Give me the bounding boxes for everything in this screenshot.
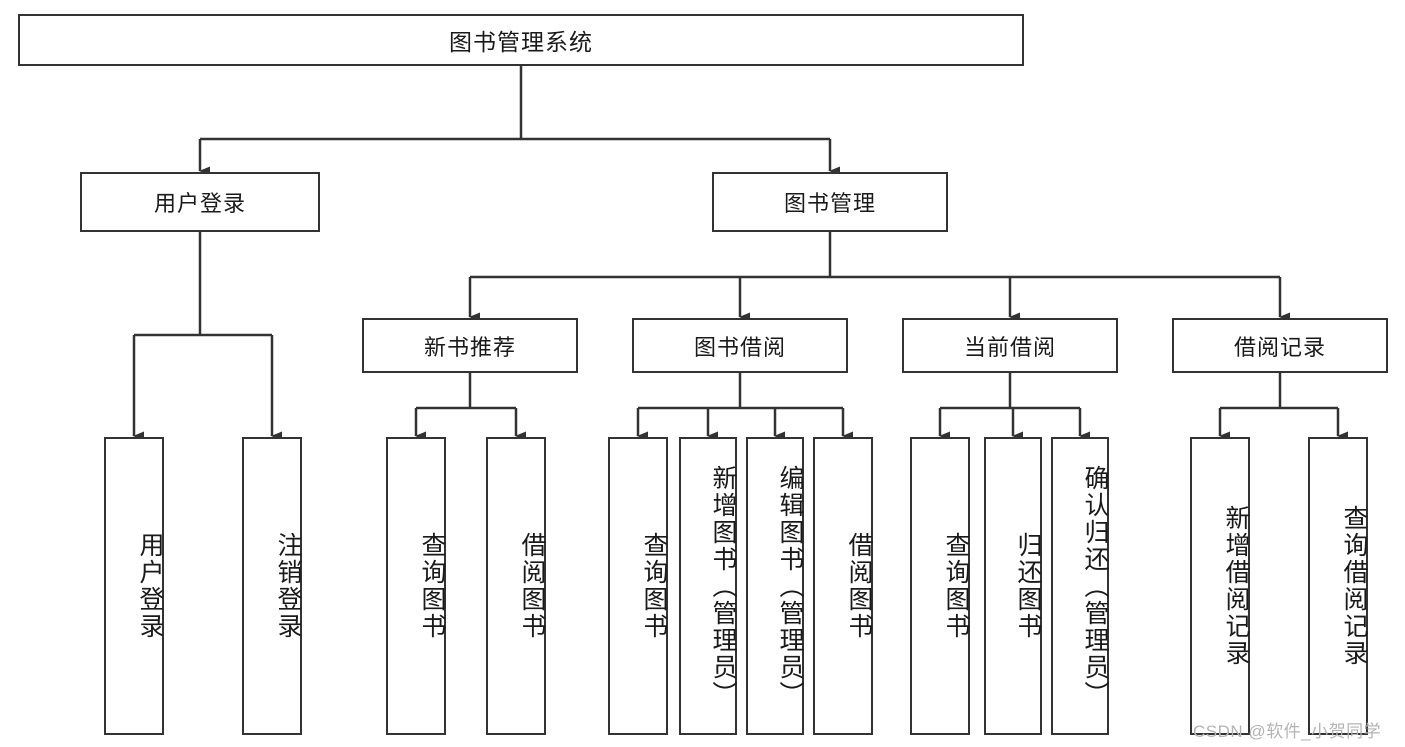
node-leaf-add-book[interactable]: 新增图书（管理员）	[679, 437, 737, 735]
node-user-login[interactable]: 用户登录	[80, 172, 320, 232]
node-leaf-borrow-book-1[interactable]: 借阅图书	[486, 437, 546, 735]
node-label-leaf-query-book-3: 查询图书	[942, 532, 970, 640]
node-label-new-book-rec: 新书推荐	[423, 334, 516, 360]
node-label-leaf-borrow-book-1: 借阅图书	[518, 532, 546, 640]
node-book-mgmt[interactable]: 图书管理	[712, 172, 948, 232]
node-new-book-rec[interactable]: 新书推荐	[362, 318, 578, 373]
node-leaf-return-book[interactable]: 归还图书	[984, 437, 1042, 735]
node-leaf-query-book-3[interactable]: 查询图书	[910, 437, 970, 735]
node-leaf-query-record[interactable]: 查询借阅记录	[1308, 437, 1368, 735]
node-leaf-confirm-return[interactable]: 确认归还（管理员）	[1051, 437, 1109, 735]
node-leaf-user-login[interactable]: 用户登录	[104, 437, 164, 735]
node-label-leaf-user-login: 用户登录	[136, 532, 164, 640]
node-label-leaf-query-book-2: 查询图书	[640, 532, 668, 640]
node-current-borrow[interactable]: 当前借阅	[902, 318, 1118, 373]
node-borrow-record[interactable]: 借阅记录	[1172, 318, 1388, 373]
node-leaf-logout[interactable]: 注销登录	[242, 437, 302, 735]
node-label-leaf-logout: 注销登录	[274, 532, 302, 640]
node-label-book-mgmt: 图书管理	[783, 191, 876, 216]
node-label-user-login: 用户登录	[153, 191, 246, 216]
node-label-book-borrow: 图书借阅	[693, 334, 786, 360]
node-label-leaf-add-record: 新增借阅记录	[1222, 505, 1250, 667]
node-label-current-borrow: 当前借阅	[963, 334, 1056, 360]
node-leaf-edit-book[interactable]: 编辑图书（管理员）	[746, 437, 804, 735]
node-book-borrow[interactable]: 图书借阅	[632, 318, 848, 373]
node-label-leaf-borrow-book-2: 借阅图书	[845, 532, 873, 640]
node-label-leaf-add-book: 新增图书（管理员）	[709, 464, 737, 708]
node-leaf-borrow-book-2[interactable]: 借阅图书	[813, 437, 873, 735]
node-root[interactable]: 图书管理系统	[18, 14, 1024, 66]
node-leaf-add-record[interactable]: 新增借阅记录	[1190, 437, 1250, 735]
node-leaf-query-book-2[interactable]: 查询图书	[608, 437, 668, 735]
node-label-leaf-return-book: 归还图书	[1014, 532, 1042, 640]
node-label-leaf-edit-book: 编辑图书（管理员）	[776, 464, 804, 708]
node-label-borrow-record: 借阅记录	[1233, 334, 1326, 360]
csdn-watermark: CSDN @软件_小贺同学	[1193, 722, 1382, 741]
node-label-leaf-query-book-1: 查询图书	[418, 532, 446, 640]
node-leaf-query-book-1[interactable]: 查询图书	[386, 437, 446, 735]
node-label-leaf-confirm-return: 确认归还（管理员）	[1081, 464, 1109, 708]
node-label-leaf-query-record: 查询借阅记录	[1340, 505, 1368, 667]
node-label-root: 图书管理系统	[449, 29, 593, 55]
